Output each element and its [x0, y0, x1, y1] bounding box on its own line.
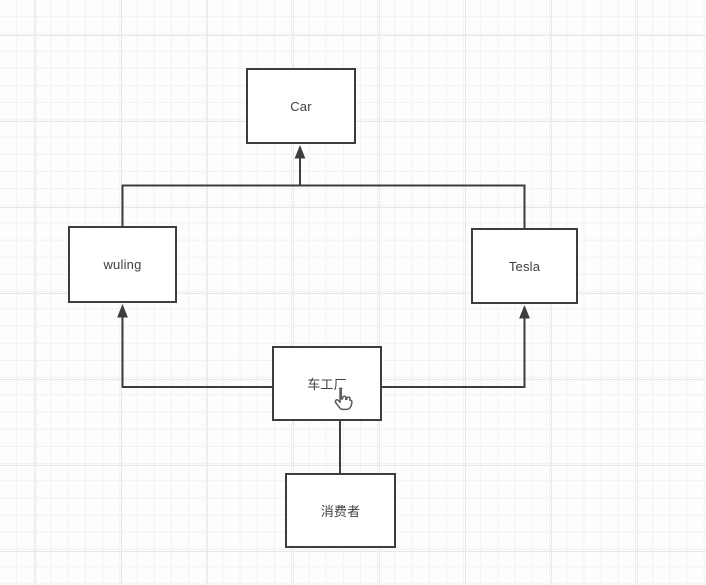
node-consumer-label: 消费者 [320, 504, 361, 519]
edge-factory-to-wuling[interactable] [121, 316, 274, 388]
node-car-label: Car [290, 98, 312, 114]
node-factory[interactable]: 车工厂 [272, 346, 382, 421]
node-wuling[interactable]: wuling [68, 226, 177, 303]
node-tesla-label: Tesla [508, 258, 541, 274]
node-consumer[interactable]: 消费者 [285, 473, 396, 548]
node-wuling-label: wuling [103, 257, 142, 272]
node-factory-label: 车工厂 [307, 377, 347, 392]
arrowhead-into-car [294, 145, 306, 159]
edge-wuling-tesla-to-car[interactable] [121, 184, 526, 230]
edge-factory-to-tesla[interactable] [381, 316, 526, 388]
arrowhead-into-wuling [117, 304, 128, 318]
node-tesla[interactable]: Tesla [471, 228, 578, 304]
node-car[interactable]: Car [246, 68, 356, 144]
arrowhead-into-tesla [519, 305, 530, 319]
